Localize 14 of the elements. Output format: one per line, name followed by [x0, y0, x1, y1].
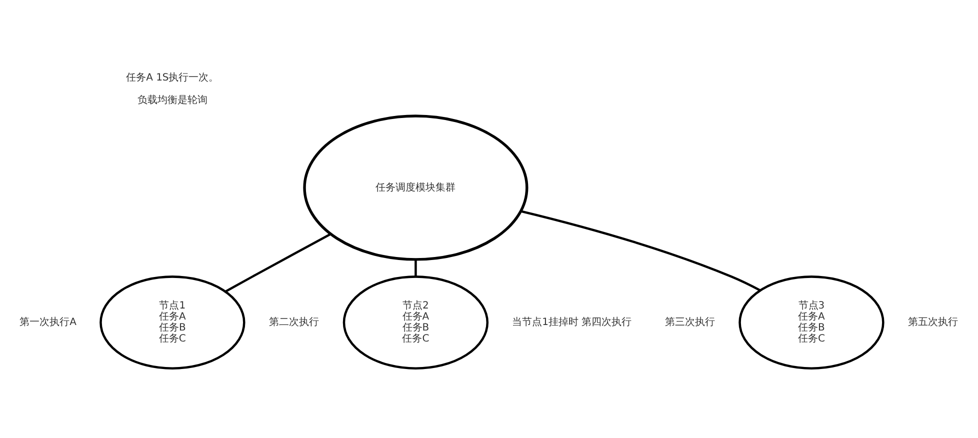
- node-label: 第一次执行A: [20, 316, 76, 328]
- node-ellipse: 任务调度模块集群: [303, 114, 528, 260]
- node-label: 第三次执行: [664, 316, 715, 328]
- node-ellipse: 节点3 任务A 任务B 任务C: [738, 275, 884, 369]
- node-ellipse: 节点1 任务A 任务B 任务C: [100, 275, 246, 369]
- node-label: 第五次执行: [908, 316, 958, 328]
- node-ellipse: 节点2 任务A 任务B 任务C: [342, 275, 489, 369]
- node-label: 第二次执行: [269, 316, 320, 328]
- label: 负载均衡是轮询: [137, 94, 208, 106]
- connector: [225, 232, 332, 292]
- connector: [414, 259, 417, 276]
- label: 任务A 1S执行一次。: [126, 72, 219, 83]
- connector: [520, 210, 760, 291]
- node-label: 当节点1挂掉时 第四次执行: [512, 316, 632, 328]
